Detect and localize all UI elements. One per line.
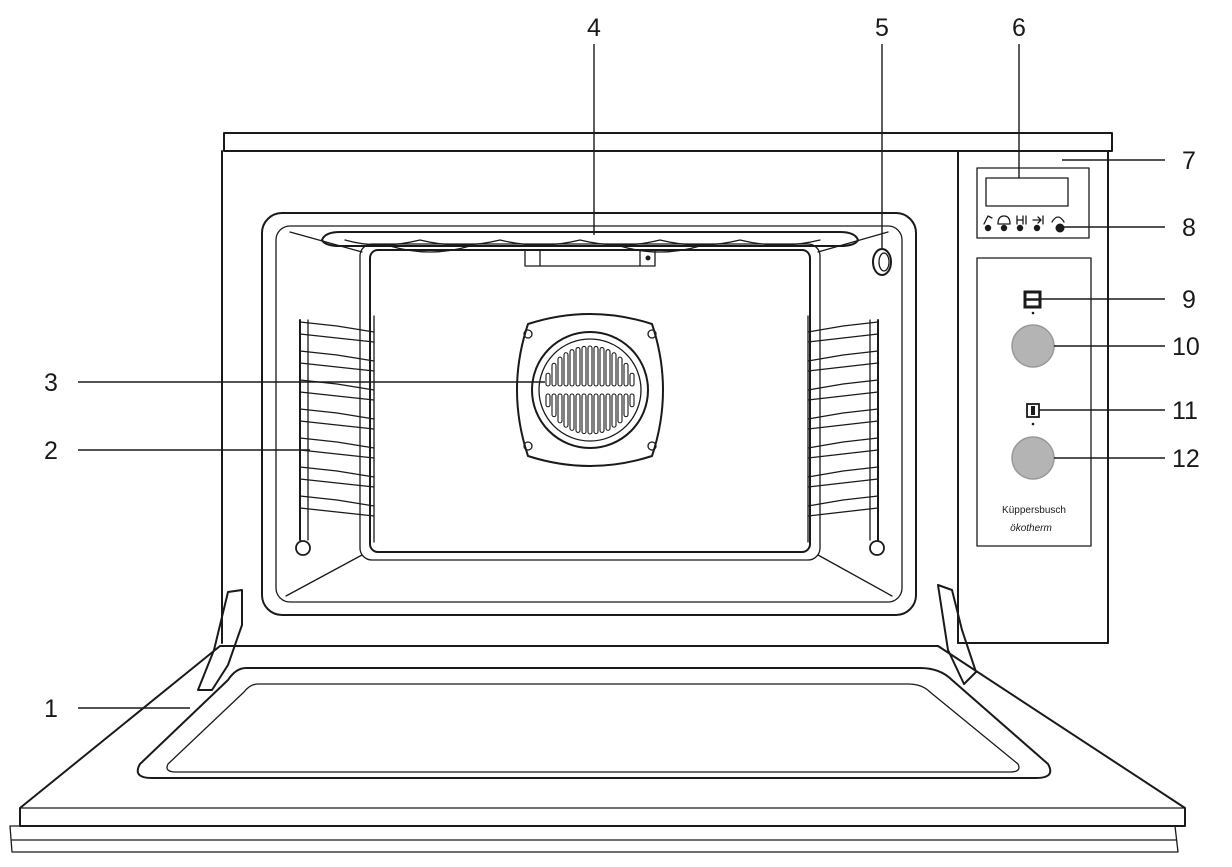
arrow-symbol-icon <box>1032 215 1044 225</box>
leader-lines <box>78 44 1165 709</box>
callout-8: 8 <box>1182 214 1196 242</box>
control-button-4[interactable] <box>1033 224 1041 232</box>
fan-cover <box>516 313 664 467</box>
fan-slot <box>629 393 635 408</box>
display-panel <box>976 167 1090 239</box>
shelf-rung <box>807 333 879 343</box>
fan-slot <box>563 352 569 387</box>
fan-slot <box>557 393 563 424</box>
fan-slot <box>569 349 575 387</box>
shelf-rung <box>807 350 879 362</box>
fan-slot <box>629 372 635 387</box>
callout-12: 12 <box>1172 445 1200 473</box>
fan-slot <box>575 393 581 433</box>
fan-slot <box>575 347 581 387</box>
fan-slot <box>593 393 599 435</box>
shelf-rung <box>299 449 375 459</box>
callout-1: 1 <box>44 695 58 723</box>
shelf-rung <box>299 437 375 449</box>
oven-lamp <box>872 248 892 276</box>
fan-slot <box>593 345 599 387</box>
bell-symbol-icon <box>997 215 1011 225</box>
callout-2: 2 <box>44 437 58 465</box>
shelf-rung <box>299 466 375 478</box>
fan-slot <box>617 393 623 424</box>
shelf-rung <box>807 466 879 478</box>
fan-slot <box>557 356 563 387</box>
oven-housing <box>221 132 1113 644</box>
shelf-rung <box>807 478 879 488</box>
shelf-rung <box>299 495 375 507</box>
fan-slot <box>611 352 617 387</box>
control-panel: Küppersbusch ökotherm <box>957 150 1109 644</box>
grill-element <box>321 231 859 267</box>
shelf-rung <box>807 437 879 449</box>
shelf-rung <box>299 350 375 362</box>
hours-symbol-icon <box>1016 215 1027 225</box>
oven-door <box>9 584 1186 853</box>
function-selector-knob[interactable] <box>1011 324 1055 368</box>
display-window <box>985 177 1069 207</box>
fan-slot <box>545 372 551 387</box>
temperature-selector-knob[interactable] <box>1011 436 1055 480</box>
fan-slot <box>623 362 629 387</box>
brand-name: Küppersbusch <box>1002 505 1066 516</box>
shelf-rung <box>807 507 879 517</box>
fan-slot <box>617 356 623 387</box>
callout-4: 4 <box>587 14 601 42</box>
control-button-5[interactable] <box>1055 223 1065 233</box>
control-button-1[interactable] <box>984 224 992 232</box>
callout-10: 10 <box>1172 333 1200 361</box>
control-button-2[interactable] <box>1000 224 1008 232</box>
shelf-rung <box>807 379 879 391</box>
shelf-rung <box>807 321 879 333</box>
power-symbol-icon <box>1051 216 1065 223</box>
shelf-rung <box>299 321 375 333</box>
shelf-rung <box>299 478 375 488</box>
callout-9: 9 <box>1182 286 1196 314</box>
fan-slot <box>545 393 551 408</box>
fan-slot <box>587 393 593 435</box>
knob-panel <box>976 257 1092 547</box>
shelf-guide-left <box>295 315 375 556</box>
fan-slot <box>599 347 605 387</box>
shelf-rung <box>299 408 375 420</box>
fan-slot <box>581 345 587 387</box>
brand-model: ökotherm <box>1010 523 1052 534</box>
fan-slot <box>623 393 629 418</box>
shelf-rung <box>807 449 879 459</box>
fan-slot <box>569 393 575 431</box>
callout-6: 6 <box>1012 14 1026 42</box>
fan-slot <box>611 393 617 428</box>
shelf-rung <box>807 408 879 420</box>
shelf-rung <box>807 495 879 507</box>
shelf-rung <box>299 333 375 343</box>
fan-slot <box>605 349 611 387</box>
callout-5: 5 <box>875 14 889 42</box>
shelf-guide-right <box>807 315 885 556</box>
fan-slot <box>587 345 593 387</box>
shelf-rung <box>299 391 375 401</box>
door-hinge-left <box>197 589 243 691</box>
fan-slot <box>551 362 557 387</box>
callout-11: 11 <box>1172 397 1198 425</box>
fan-slot <box>563 393 569 428</box>
shelf-rung <box>299 420 375 430</box>
callout-3: 3 <box>44 369 58 397</box>
shelf-rung <box>807 391 879 401</box>
fan-slot <box>605 393 611 431</box>
fan-slot <box>581 393 587 435</box>
shelf-rung <box>299 362 375 372</box>
callout-labels: 4 5 6 7 8 9 10 11 12 3 2 1 <box>44 14 1200 723</box>
fan-slot <box>599 393 605 433</box>
fan-slot <box>551 393 557 418</box>
callout-7: 7 <box>1182 147 1196 175</box>
shelf-rung <box>807 420 879 430</box>
shelf-rung <box>299 507 375 517</box>
control-button-3[interactable] <box>1016 224 1024 232</box>
shelf-rung <box>807 362 879 372</box>
temperature-symbol-icon <box>983 215 993 225</box>
